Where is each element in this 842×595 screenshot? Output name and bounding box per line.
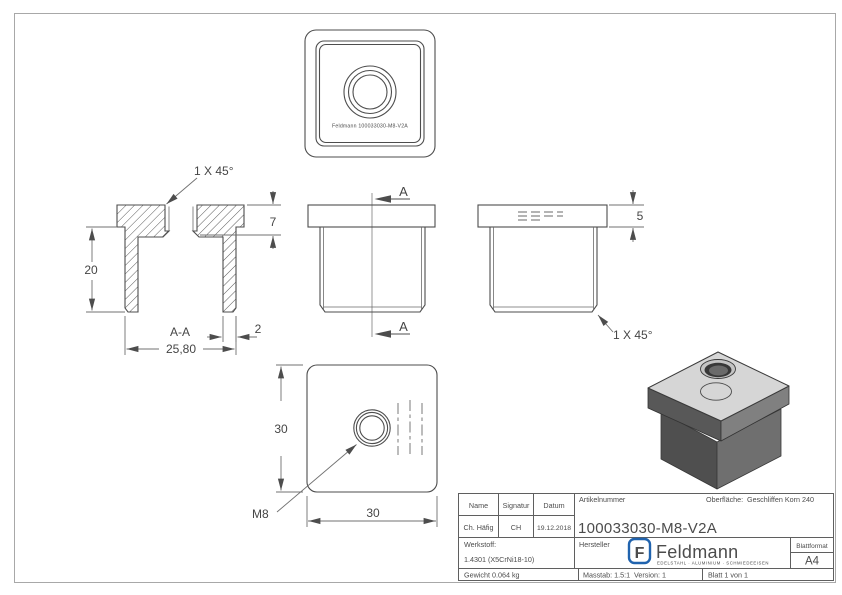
manufacturer-label: Hersteller xyxy=(579,540,610,549)
article-header: Artikelnummer xyxy=(579,495,626,504)
dim-body-height: 20 xyxy=(84,263,98,277)
dim-square-width: 30 xyxy=(366,506,380,520)
name-value: Ch. Häfig xyxy=(464,523,494,532)
weight-value: Gewicht 0.064 kg xyxy=(464,571,520,580)
dim-wall-thickness: 2 xyxy=(255,322,262,336)
logo-tagline: EDELSTAHL · ALUMINIUM · SCHMIEDEEISEN xyxy=(657,561,769,566)
isometric-view xyxy=(647,351,790,490)
front-view: A A xyxy=(307,184,436,338)
cut-label-top: A xyxy=(399,184,408,199)
sheet-border xyxy=(14,13,836,583)
thread-leader xyxy=(276,444,357,513)
section-view: 1 X 45° 7 20 A-A 25,80 2 xyxy=(84,164,281,356)
cut-label-bottom: A xyxy=(399,319,408,334)
top-view: Feldmann 100033030-M8-V2A xyxy=(304,29,436,158)
dim-square-height: 30 xyxy=(274,422,288,436)
dim-step-depth: 7 xyxy=(270,215,277,229)
dim-inner-width: 25,80 xyxy=(166,342,196,356)
top-face-spot xyxy=(700,382,732,401)
sheet-format-label: Blattformat xyxy=(796,543,828,550)
logo-monogram: F xyxy=(635,545,645,562)
thread-label: M8 xyxy=(252,507,269,521)
date-header: Datum xyxy=(543,501,564,510)
feldmann-logo: F Feldmann EDELSTAHL · ALUMINIUM · SCHMI… xyxy=(627,537,769,566)
material-label: Werkstoff: xyxy=(464,540,496,549)
title-block: Name Signatur Datum Ch. Häfig CH 19.12.2… xyxy=(458,493,834,581)
cut-arrow-top xyxy=(374,195,391,203)
signature-header: Signatur xyxy=(503,501,530,510)
side-view: 5 1 X 45° xyxy=(477,190,653,342)
date-value: 19.12.2018 xyxy=(537,525,571,532)
sheet-value: Blatt 1 von 1 xyxy=(708,571,748,580)
article-number: 100033030-M8-V2A xyxy=(578,520,717,537)
side-chamfer-label: 1 X 45° xyxy=(613,328,653,342)
material-value: 1.4301 (X5CrNi18-10) xyxy=(464,555,534,564)
dim-flange-height: 5 xyxy=(637,209,644,223)
surface-label: Oberfläche: xyxy=(706,495,743,504)
surface-value: Geschliffen Korn 240 xyxy=(747,495,814,504)
thread-center-marks xyxy=(397,400,423,457)
logo-brand: Feldmann xyxy=(656,542,738,562)
signature-value: CH xyxy=(511,523,521,532)
cut-arrow-bottom xyxy=(374,330,391,338)
version-value: Version: 1 xyxy=(634,571,666,580)
section-chamfer-label: 1 X 45° xyxy=(194,164,234,178)
name-header: Name xyxy=(469,501,488,510)
top-view-engraving: Feldmann 100033030-M8-V2A xyxy=(332,124,408,130)
sheet-format-value: A4 xyxy=(805,556,820,568)
section-name-label: A-A xyxy=(170,325,190,339)
side-chamfer-leader xyxy=(597,314,614,333)
logo-monogram-box xyxy=(627,537,652,565)
bottom-view: 30 30 M8 xyxy=(252,364,438,527)
section-chamfer-leader xyxy=(166,177,198,205)
scale-value: Masstab: 1.5:1 xyxy=(583,571,630,580)
surface-finish-marks xyxy=(518,211,563,221)
